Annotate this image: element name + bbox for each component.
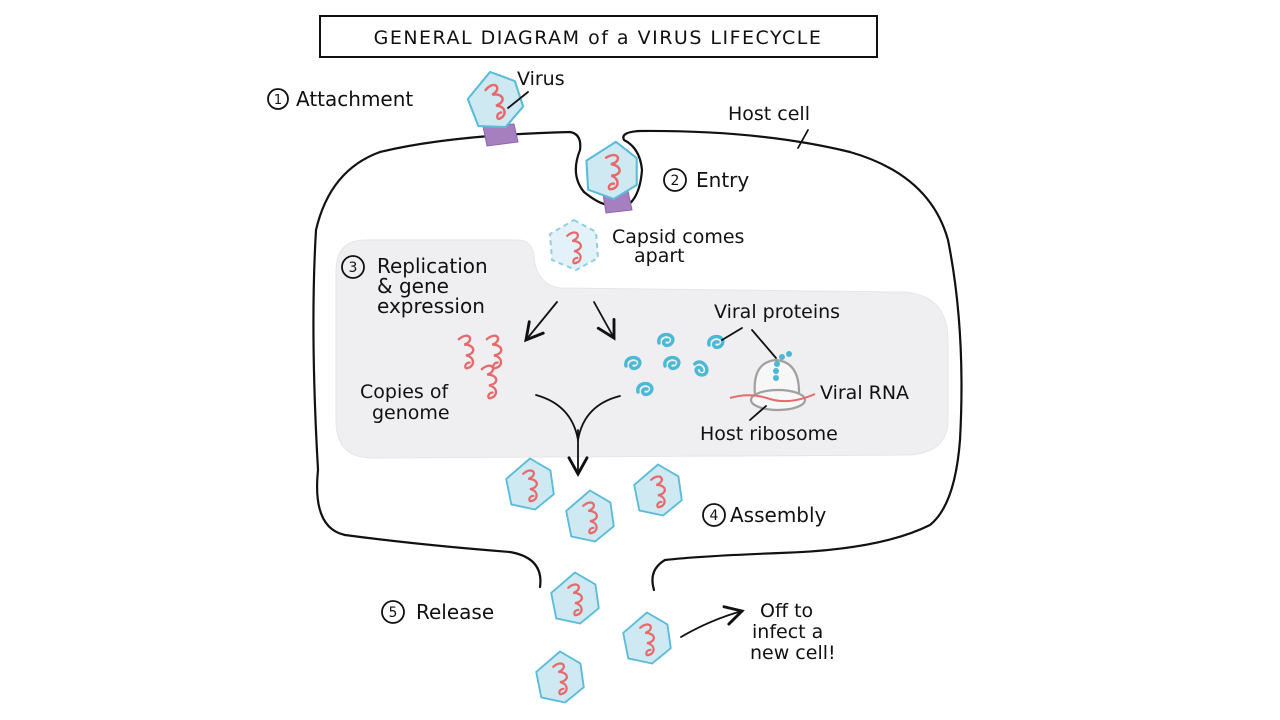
merge-arrow-left xyxy=(535,394,579,441)
off-to-infect-arrow xyxy=(680,605,745,638)
released-virion xyxy=(535,650,585,704)
title-box: GENERAL DIAGRAM of a VIRUS LIFECYCLE xyxy=(319,15,878,58)
viral-proteins-pointer-2 xyxy=(751,329,777,359)
step-entry: 2 Entry xyxy=(663,168,749,192)
viral-rna-strand xyxy=(729,393,816,403)
step-5-circle xyxy=(381,600,405,624)
step-3-label-line1: Replication xyxy=(377,254,488,278)
step-attachment: 1 Attachment xyxy=(267,87,413,111)
step-3-label-line3: expression xyxy=(377,294,485,318)
off-to-infect-line2: infect a xyxy=(752,621,823,643)
released-virion xyxy=(622,611,672,665)
arrow-to-genome-copies xyxy=(524,301,558,343)
step-1-label: Attachment xyxy=(296,87,413,111)
off-to-infect-line1: Off to xyxy=(760,600,813,622)
host-cell-membrane-right xyxy=(622,129,963,592)
diagram-title: GENERAL DIAGRAM of a VIRUS LIFECYCLE xyxy=(374,27,823,49)
host-cell-label: Host cell xyxy=(728,103,810,125)
capsid-apart-line2: apart xyxy=(634,245,685,267)
step-release: 5 Release xyxy=(381,600,494,624)
arrow-to-viral-proteins xyxy=(593,301,616,341)
step-3-circle xyxy=(341,255,365,279)
step-5-number: 5 xyxy=(389,605,398,621)
step-2-number: 2 xyxy=(671,173,680,189)
viral-rna-label: Viral RNA xyxy=(820,382,909,404)
assembled-virion xyxy=(505,457,555,511)
step-4-circle xyxy=(702,503,726,527)
step-5-label: Release xyxy=(416,600,494,624)
viral-proteins-label: Viral proteins xyxy=(714,301,840,323)
released-virion xyxy=(550,571,600,625)
step-1-number: 1 xyxy=(274,93,282,108)
assembled-virion xyxy=(633,463,683,517)
merge-arrow-right xyxy=(577,395,621,441)
off-to-infect-line3: new cell! xyxy=(750,642,836,664)
step-4-number: 4 xyxy=(710,508,719,524)
host-cell-pointer xyxy=(797,129,809,149)
uncoating-capsid xyxy=(548,218,600,272)
capsid-apart-line1: Capsid comes xyxy=(612,226,744,248)
step-1-circle xyxy=(267,88,289,110)
virus-label: Virus xyxy=(517,68,565,90)
copies-of-genome-line2: genome xyxy=(372,402,450,424)
released-virions xyxy=(535,571,672,704)
virus-pointer xyxy=(507,91,529,109)
step-2-circle xyxy=(663,168,687,192)
ribosome-pointer xyxy=(749,405,767,421)
step-2-label: Entry xyxy=(696,168,749,192)
step-3-label-line2: & gene xyxy=(377,274,449,298)
assembled-virion xyxy=(565,489,615,543)
step-3-number: 3 xyxy=(349,260,358,276)
host-ribosome-label: Host ribosome xyxy=(700,423,838,445)
step-4-label: Assembly xyxy=(730,503,827,527)
step-replication: 3 Replication & gene expression xyxy=(341,254,488,318)
step-assembly: 4 Assembly xyxy=(702,503,827,527)
viral-proteins-pointer-1 xyxy=(721,327,743,341)
host-cell-membrane-left xyxy=(312,130,612,589)
copies-of-genome-line1: Copies of xyxy=(360,381,449,403)
assembled-virions xyxy=(505,457,683,543)
